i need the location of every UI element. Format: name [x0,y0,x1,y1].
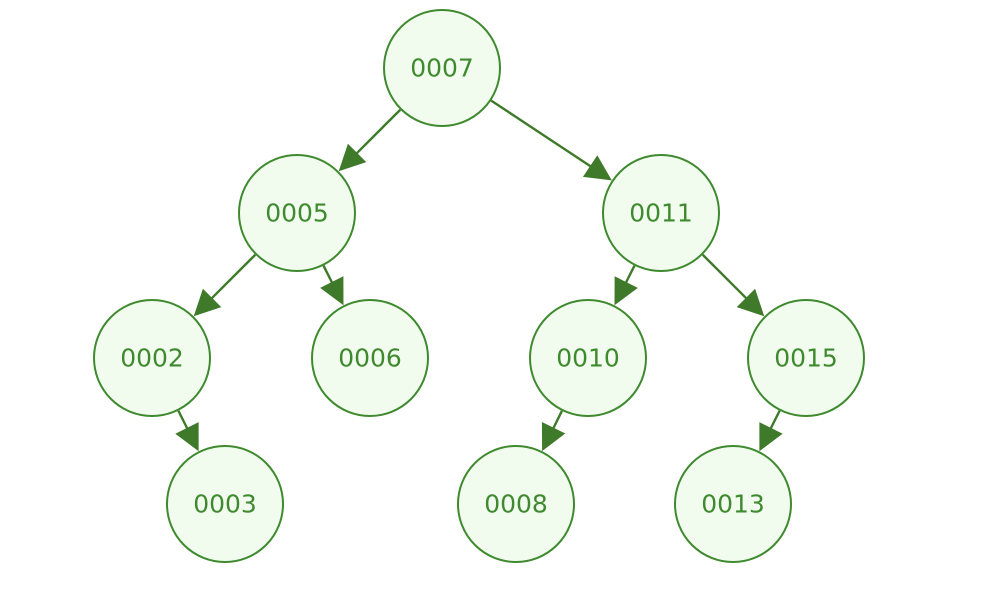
tree-nodes: 0007 0005 0011 0002 0006 0010 0015 0003 0008 0013 [93,9,865,563]
arrow-head-0010 [614,276,638,306]
node-circle [238,154,356,272]
node-circle [457,445,575,563]
arrow-head-0005 [338,143,367,172]
edge-0005-0006 [322,265,334,285]
node-label: 0005 [265,199,329,228]
node-circle [602,154,720,272]
node-circle [166,445,284,563]
node-label: 0011 [629,199,693,228]
node-circle [747,299,865,417]
tree-node-0006: 0006 [311,299,429,417]
tree-edges [175,99,783,452]
node-label: 0008 [484,490,548,519]
arrow-head-0008 [541,422,566,452]
edge-0011-0010 [624,265,636,285]
tree-node-0013: 0013 [674,445,792,563]
tree-node-0011: 0011 [602,154,720,272]
node-circle [383,9,501,127]
node-label: 0002 [120,344,184,373]
edge-0015-0013 [769,410,781,431]
node-circle [311,299,429,417]
edge-0007-0011 [490,99,593,169]
arrow-head-0013 [759,422,783,452]
tree-node-0015: 0015 [747,299,865,417]
node-label: 0015 [774,344,838,373]
tree-node-0007: 0007 [383,9,501,127]
arrow-head-0015 [736,288,765,317]
arrow-head-0006 [320,276,344,306]
edge-0007-0005 [354,108,402,156]
node-label: 0006 [338,344,402,373]
arrow-head-0003 [175,422,199,452]
edge-0010-0008 [551,410,563,431]
node-label: 0013 [701,490,765,519]
tree-node-0008: 0008 [457,445,575,563]
arrow-head-0011 [582,155,612,181]
tree-node-0010: 0010 [529,299,647,417]
node-label: 0010 [556,344,620,373]
tree-node-0005: 0005 [238,154,356,272]
edge-0011-0015 [701,253,749,301]
edge-0002-0003 [177,410,189,431]
tree-node-0002: 0002 [93,299,211,417]
tree-node-0003: 0003 [166,445,284,563]
node-circle [529,299,647,417]
node-label: 0003 [193,490,257,519]
edge-0005-0002 [209,253,257,301]
node-circle [674,445,792,563]
arrow-head-0002 [193,288,222,317]
node-label: 0007 [410,54,474,83]
node-circle [93,299,211,417]
